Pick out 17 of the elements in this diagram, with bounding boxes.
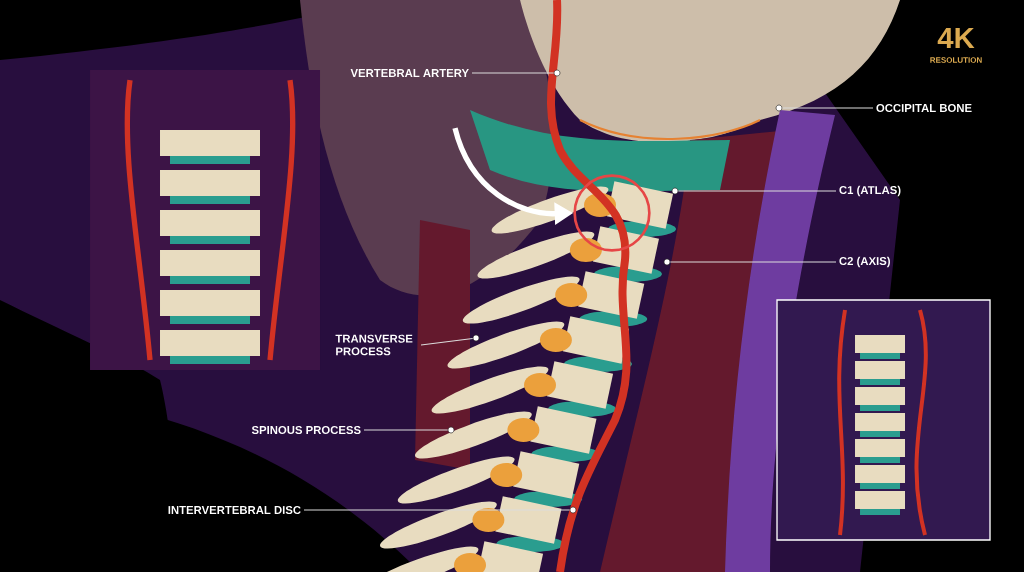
leader-line [363,429,449,431]
part-label: C2 (AXIS) [839,256,890,268]
highlight-circle [573,174,651,252]
leader-line [677,190,837,192]
part-label: TRANSVERSE PROCESS [335,334,413,356]
part-label: SPINOUS PROCESS [251,426,361,434]
leader-line [303,509,571,511]
part-label: INTERVERTEBRAL DISC [168,506,301,514]
leader-line [781,107,874,109]
badge-title: 4K [937,27,975,49]
part-label: VERTEBRAL ARTERY [350,69,469,77]
part-label: C1 (ATLAS) [839,185,901,197]
part-label: OCCIPITAL BONE [876,104,972,112]
badge-subtitle: RESOLUTION [930,57,982,63]
leader-line [471,72,555,74]
leader-line [669,261,837,263]
leader-line [420,337,474,346]
